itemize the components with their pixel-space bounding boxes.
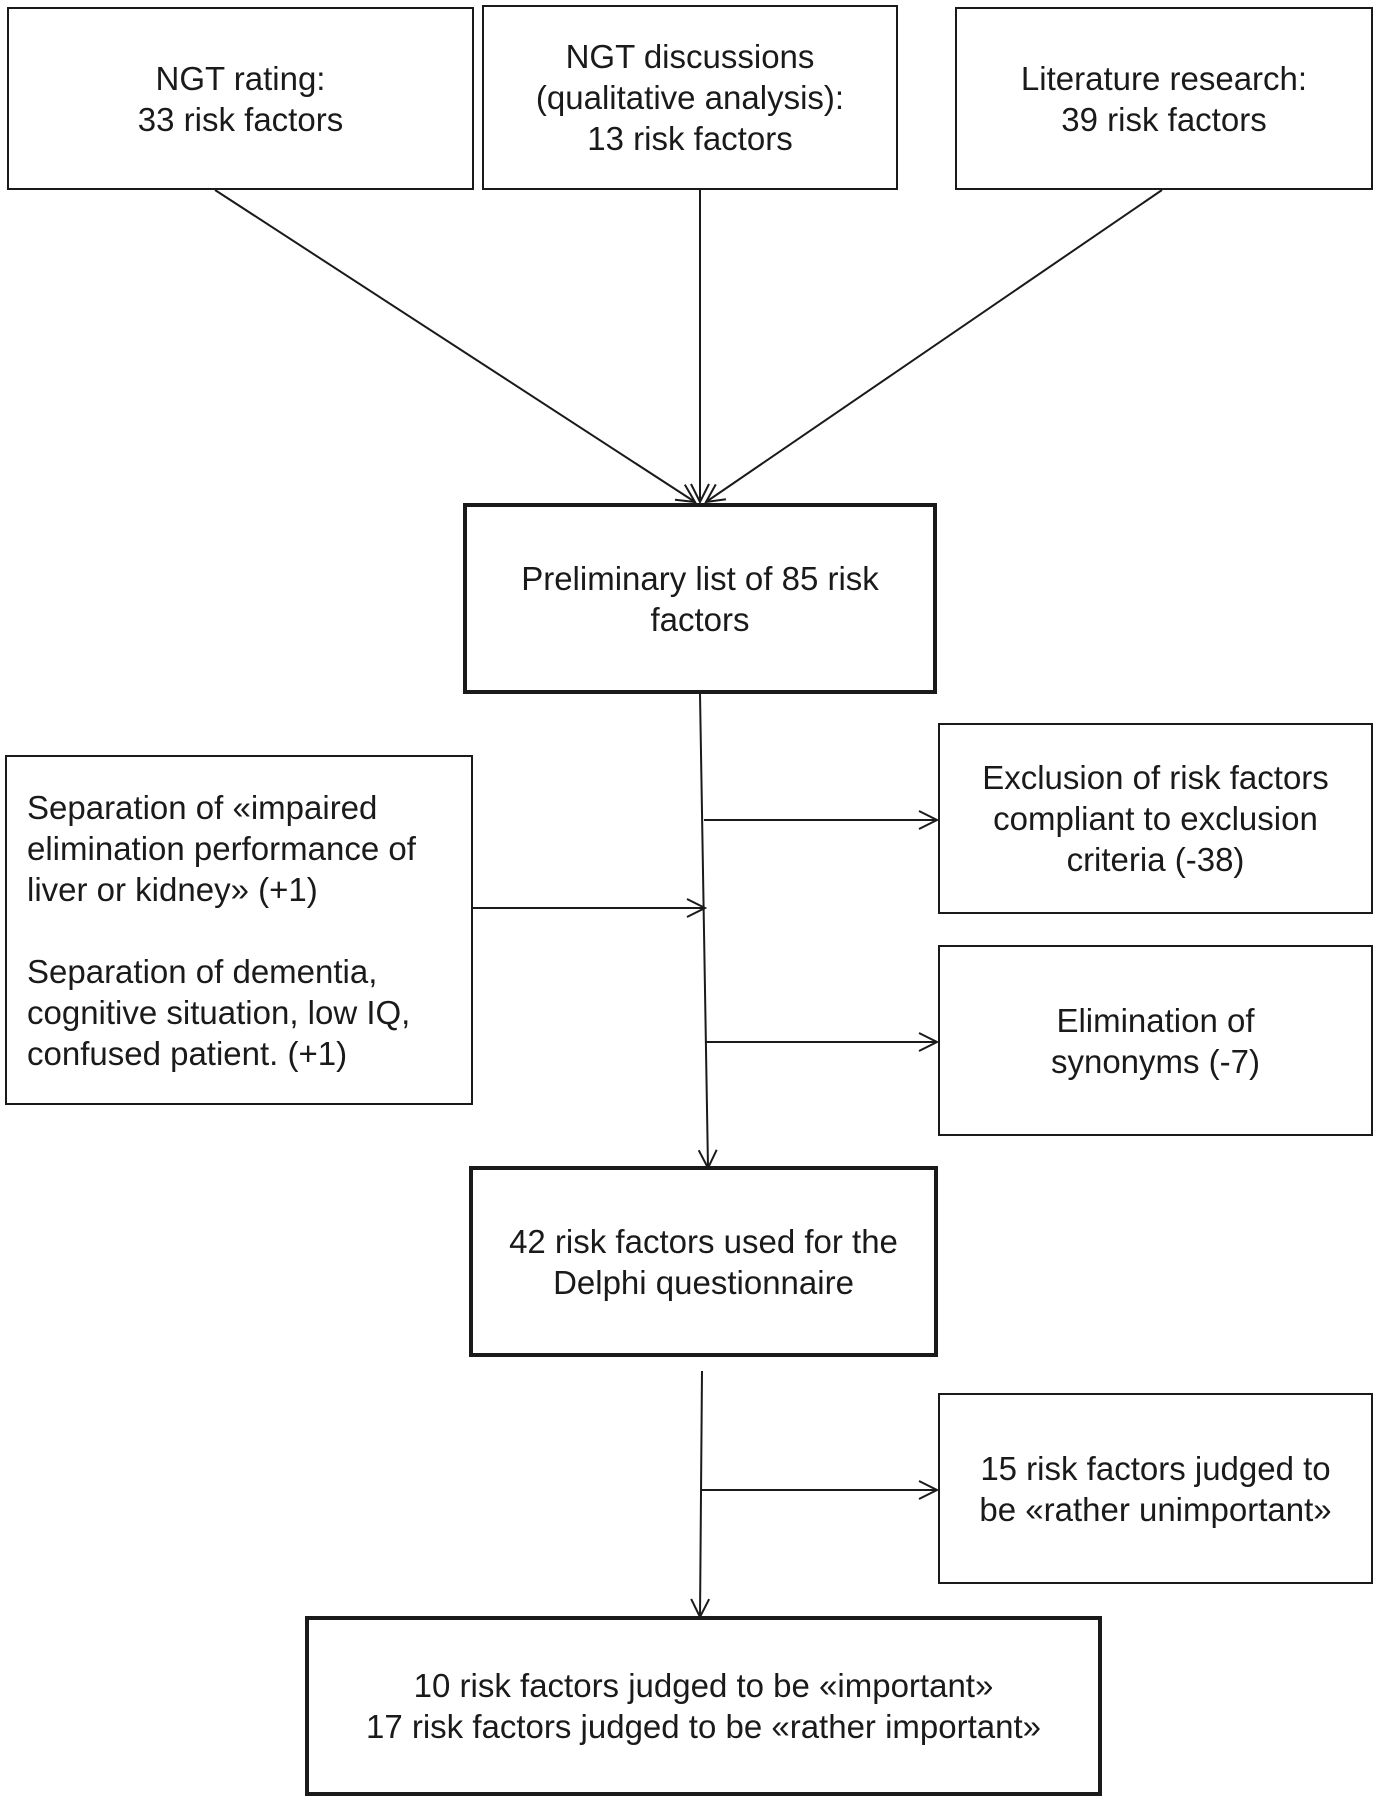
- separation-box: Separation of «impaired elimination perf…: [5, 755, 473, 1105]
- delphi-line-2: Delphi questionnaire: [553, 1263, 854, 1301]
- synonyms-line-1: Elimination of: [1056, 1001, 1255, 1039]
- separation-2-line-1: Separation of dementia,: [27, 952, 378, 990]
- ngt-discussions-line-1: NGT discussions: [565, 38, 815, 75]
- separation-2-line-3: confused patient. (+1): [27, 1034, 348, 1072]
- arrow-ngt-rating-to-preliminary: [214, 189, 695, 502]
- arrow-preliminary-to-delphi: [700, 693, 708, 1168]
- ngt-discussions-box: NGT discussions (qualitative analysis): …: [482, 5, 898, 190]
- ngt-discussions-line-2: (qualitative analysis):: [535, 79, 845, 116]
- synonyms-box: Elimination of synonyms (-7): [938, 945, 1373, 1136]
- ngt-rating-line-2: 33 risk factors: [137, 100, 344, 138]
- separation-paragraph-2: Separation of dementia, cognitive situat…: [27, 951, 410, 1074]
- separation-2-line-2: cognitive situation, low IQ,: [27, 993, 411, 1031]
- arrow-delphi-to-final: [700, 1370, 702, 1617]
- separation-paragraph-1: Separation of «impaired elimination perf…: [27, 787, 416, 910]
- final-line-2: 17 risk factors judged to be «rather imp…: [365, 1708, 1042, 1745]
- unimportant-line-2: be «rather unimportant»: [979, 1490, 1332, 1528]
- preliminary-list-box: Preliminary list of 85 risk factors: [463, 503, 937, 694]
- separation-1-line-3: liver or kidney» (+1): [27, 870, 318, 908]
- delphi-box: 42 risk factors used for the Delphi ques…: [469, 1166, 938, 1357]
- delphi-line-1: 42 risk factors used for the: [509, 1222, 898, 1260]
- final-line-1: 10 risk factors judged to be «important»: [413, 1667, 994, 1704]
- final-result-box: 10 risk factors judged to be «important»…: [305, 1616, 1102, 1796]
- ngt-discussions-line-3: 13 risk factors: [587, 120, 793, 157]
- unimportant-box: 15 risk factors judged to be «rather uni…: [938, 1393, 1373, 1584]
- preliminary-line-2: factors: [650, 600, 750, 638]
- literature-line-2: 39 risk factors: [1061, 100, 1267, 138]
- ngt-rating-line-1: NGT rating:: [155, 59, 326, 97]
- ngt-rating-box: NGT rating: 33 risk factors: [7, 7, 474, 190]
- exclusion-line-1: Exclusion of risk factors: [982, 759, 1329, 796]
- exclusion-box: Exclusion of risk factors compliant to e…: [938, 723, 1373, 914]
- literature-research-box: Literature research: 39 risk factors: [955, 7, 1373, 190]
- preliminary-line-1: Preliminary list of 85 risk: [521, 559, 879, 597]
- separation-1-line-2: elimination performance of: [27, 829, 416, 867]
- exclusion-line-3: criteria (-38): [1066, 841, 1245, 878]
- arrow-literature-to-preliminary: [706, 189, 1163, 502]
- exclusion-line-2: compliant to exclusion: [993, 800, 1318, 837]
- literature-line-1: Literature research:: [1020, 59, 1308, 97]
- unimportant-line-1: 15 risk factors judged to: [980, 1449, 1331, 1487]
- separation-1-line-1: Separation of «impaired: [27, 788, 378, 826]
- synonyms-line-2: synonyms (-7): [1050, 1042, 1261, 1080]
